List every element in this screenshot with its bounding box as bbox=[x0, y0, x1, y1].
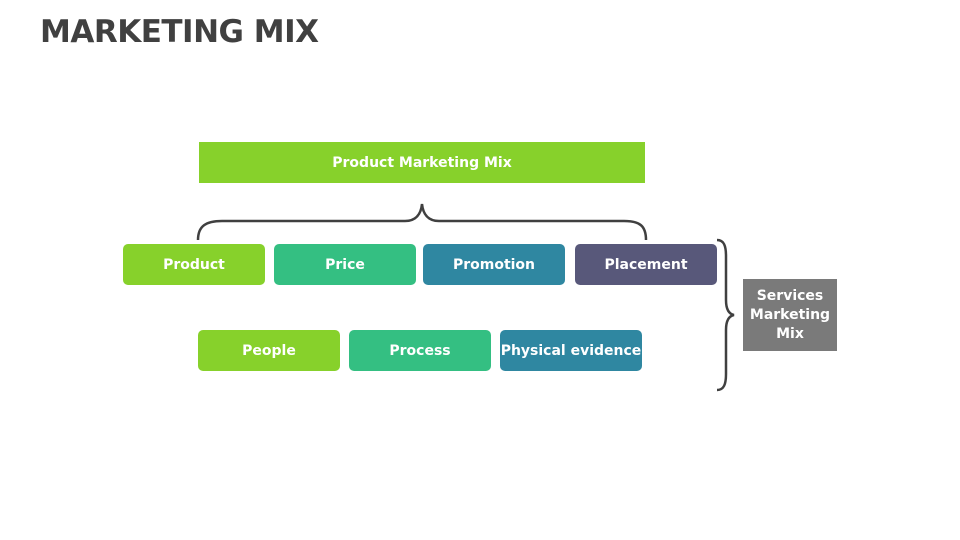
slide-title: MARKETING MIX bbox=[40, 14, 319, 50]
price-box: Price bbox=[274, 244, 416, 285]
price-label: Price bbox=[325, 256, 365, 273]
process-box: Process bbox=[349, 330, 491, 371]
product-marketing-mix-label: Product Marketing Mix bbox=[332, 154, 512, 171]
process-label: Process bbox=[389, 342, 451, 359]
placement-box: Placement bbox=[575, 244, 717, 285]
top-curly-brace bbox=[196, 203, 648, 241]
product-label: Product bbox=[163, 256, 225, 273]
physical-evidence-box: Physical evidence bbox=[500, 330, 642, 371]
promotion-label: Promotion bbox=[452, 256, 536, 273]
right-curly-brace bbox=[716, 238, 735, 392]
people-label: People bbox=[242, 342, 296, 359]
promotion-box: Promotion bbox=[423, 244, 565, 285]
placement-label: Placement bbox=[604, 256, 688, 273]
people-box: People bbox=[198, 330, 340, 371]
services-marketing-mix-box: Services Marketing Mix bbox=[743, 279, 837, 351]
physical-evidence-label: Physical evidence bbox=[500, 342, 642, 359]
services-marketing-mix-label: Services Marketing Mix bbox=[749, 287, 831, 342]
product-marketing-mix-header: Product Marketing Mix bbox=[199, 142, 645, 183]
product-box: Product bbox=[123, 244, 265, 285]
